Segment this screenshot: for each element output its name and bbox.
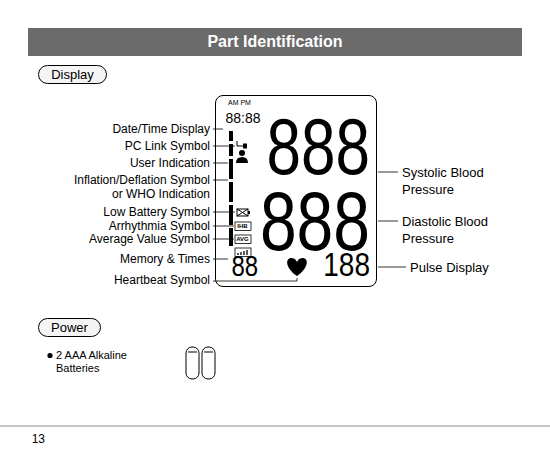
battery-cap bbox=[188, 352, 213, 353]
pc-link-symbol bbox=[237, 141, 243, 146]
leader-line bbox=[213, 212, 235, 213]
section-name: Power bbox=[51, 320, 88, 335]
lcd-segment bbox=[229, 228, 233, 246]
callout-label: PC Link Symbol bbox=[125, 139, 210, 153]
average-text: AVG bbox=[235, 235, 251, 245]
leader-line bbox=[378, 221, 398, 222]
average-box bbox=[235, 235, 251, 244]
leader-line bbox=[378, 267, 406, 268]
header-band bbox=[28, 28, 522, 56]
battery-note: 2 AAA Alkaline Batteries bbox=[56, 349, 148, 375]
callout-label: Inflation/Deflation Symbol or WHO Indica… bbox=[68, 173, 210, 201]
memory-digits: 88 bbox=[232, 252, 259, 281]
callout-label: Low Battery Symbol bbox=[103, 205, 210, 219]
leader-line bbox=[378, 172, 398, 173]
callout-label: Pulse Display bbox=[410, 259, 489, 276]
callout-label: Date/Time Display bbox=[112, 122, 210, 136]
callout-label: Systolic Blood Pressure bbox=[402, 164, 502, 198]
pulse-digits: 188 bbox=[323, 248, 370, 282]
lcd-time-digits: 88:88 bbox=[226, 110, 261, 125]
systolic-digits: 888 bbox=[267, 106, 370, 187]
callout-label: User Indication bbox=[130, 156, 210, 170]
callout-label: Arrhythmia Symbol bbox=[109, 219, 210, 233]
arrhythmia-text: IHB bbox=[235, 222, 251, 232]
leader-line bbox=[213, 146, 235, 147]
leader-line bbox=[213, 239, 234, 240]
lcd-display: AM PM88:8888888888188IHBAVG bbox=[215, 95, 377, 287]
pc-link-symbol bbox=[243, 144, 247, 149]
section-pill: Display bbox=[38, 65, 107, 84]
bullet-dot bbox=[47, 353, 52, 358]
lcd-segment bbox=[229, 159, 233, 179]
callout-label: Diastolic Blood Pressure bbox=[402, 213, 502, 247]
lcd-segment bbox=[229, 205, 233, 225]
footer-rule bbox=[0, 426, 550, 427]
low-battery-symbol bbox=[237, 209, 248, 216]
low-battery-symbol bbox=[237, 209, 248, 216]
page-number: 13 bbox=[32, 432, 45, 446]
callout-label: Memory & Times bbox=[120, 252, 210, 266]
section-name: Display bbox=[51, 67, 94, 82]
arrhythmia-box bbox=[235, 222, 251, 231]
lcd-segment bbox=[229, 182, 233, 202]
lcd-ampm: AM PM bbox=[228, 99, 251, 106]
low-battery-symbol bbox=[248, 211, 250, 214]
callout-label: Heartbeat Symbol bbox=[114, 273, 210, 287]
page-title: Part Identification bbox=[28, 28, 522, 56]
leader-line bbox=[213, 226, 234, 227]
user-icon bbox=[239, 150, 245, 156]
lcd-segment bbox=[229, 131, 233, 141]
callout-label: Average Value Symbol bbox=[89, 232, 210, 246]
user-icon bbox=[236, 157, 248, 163]
section-pill: Power bbox=[38, 318, 101, 337]
